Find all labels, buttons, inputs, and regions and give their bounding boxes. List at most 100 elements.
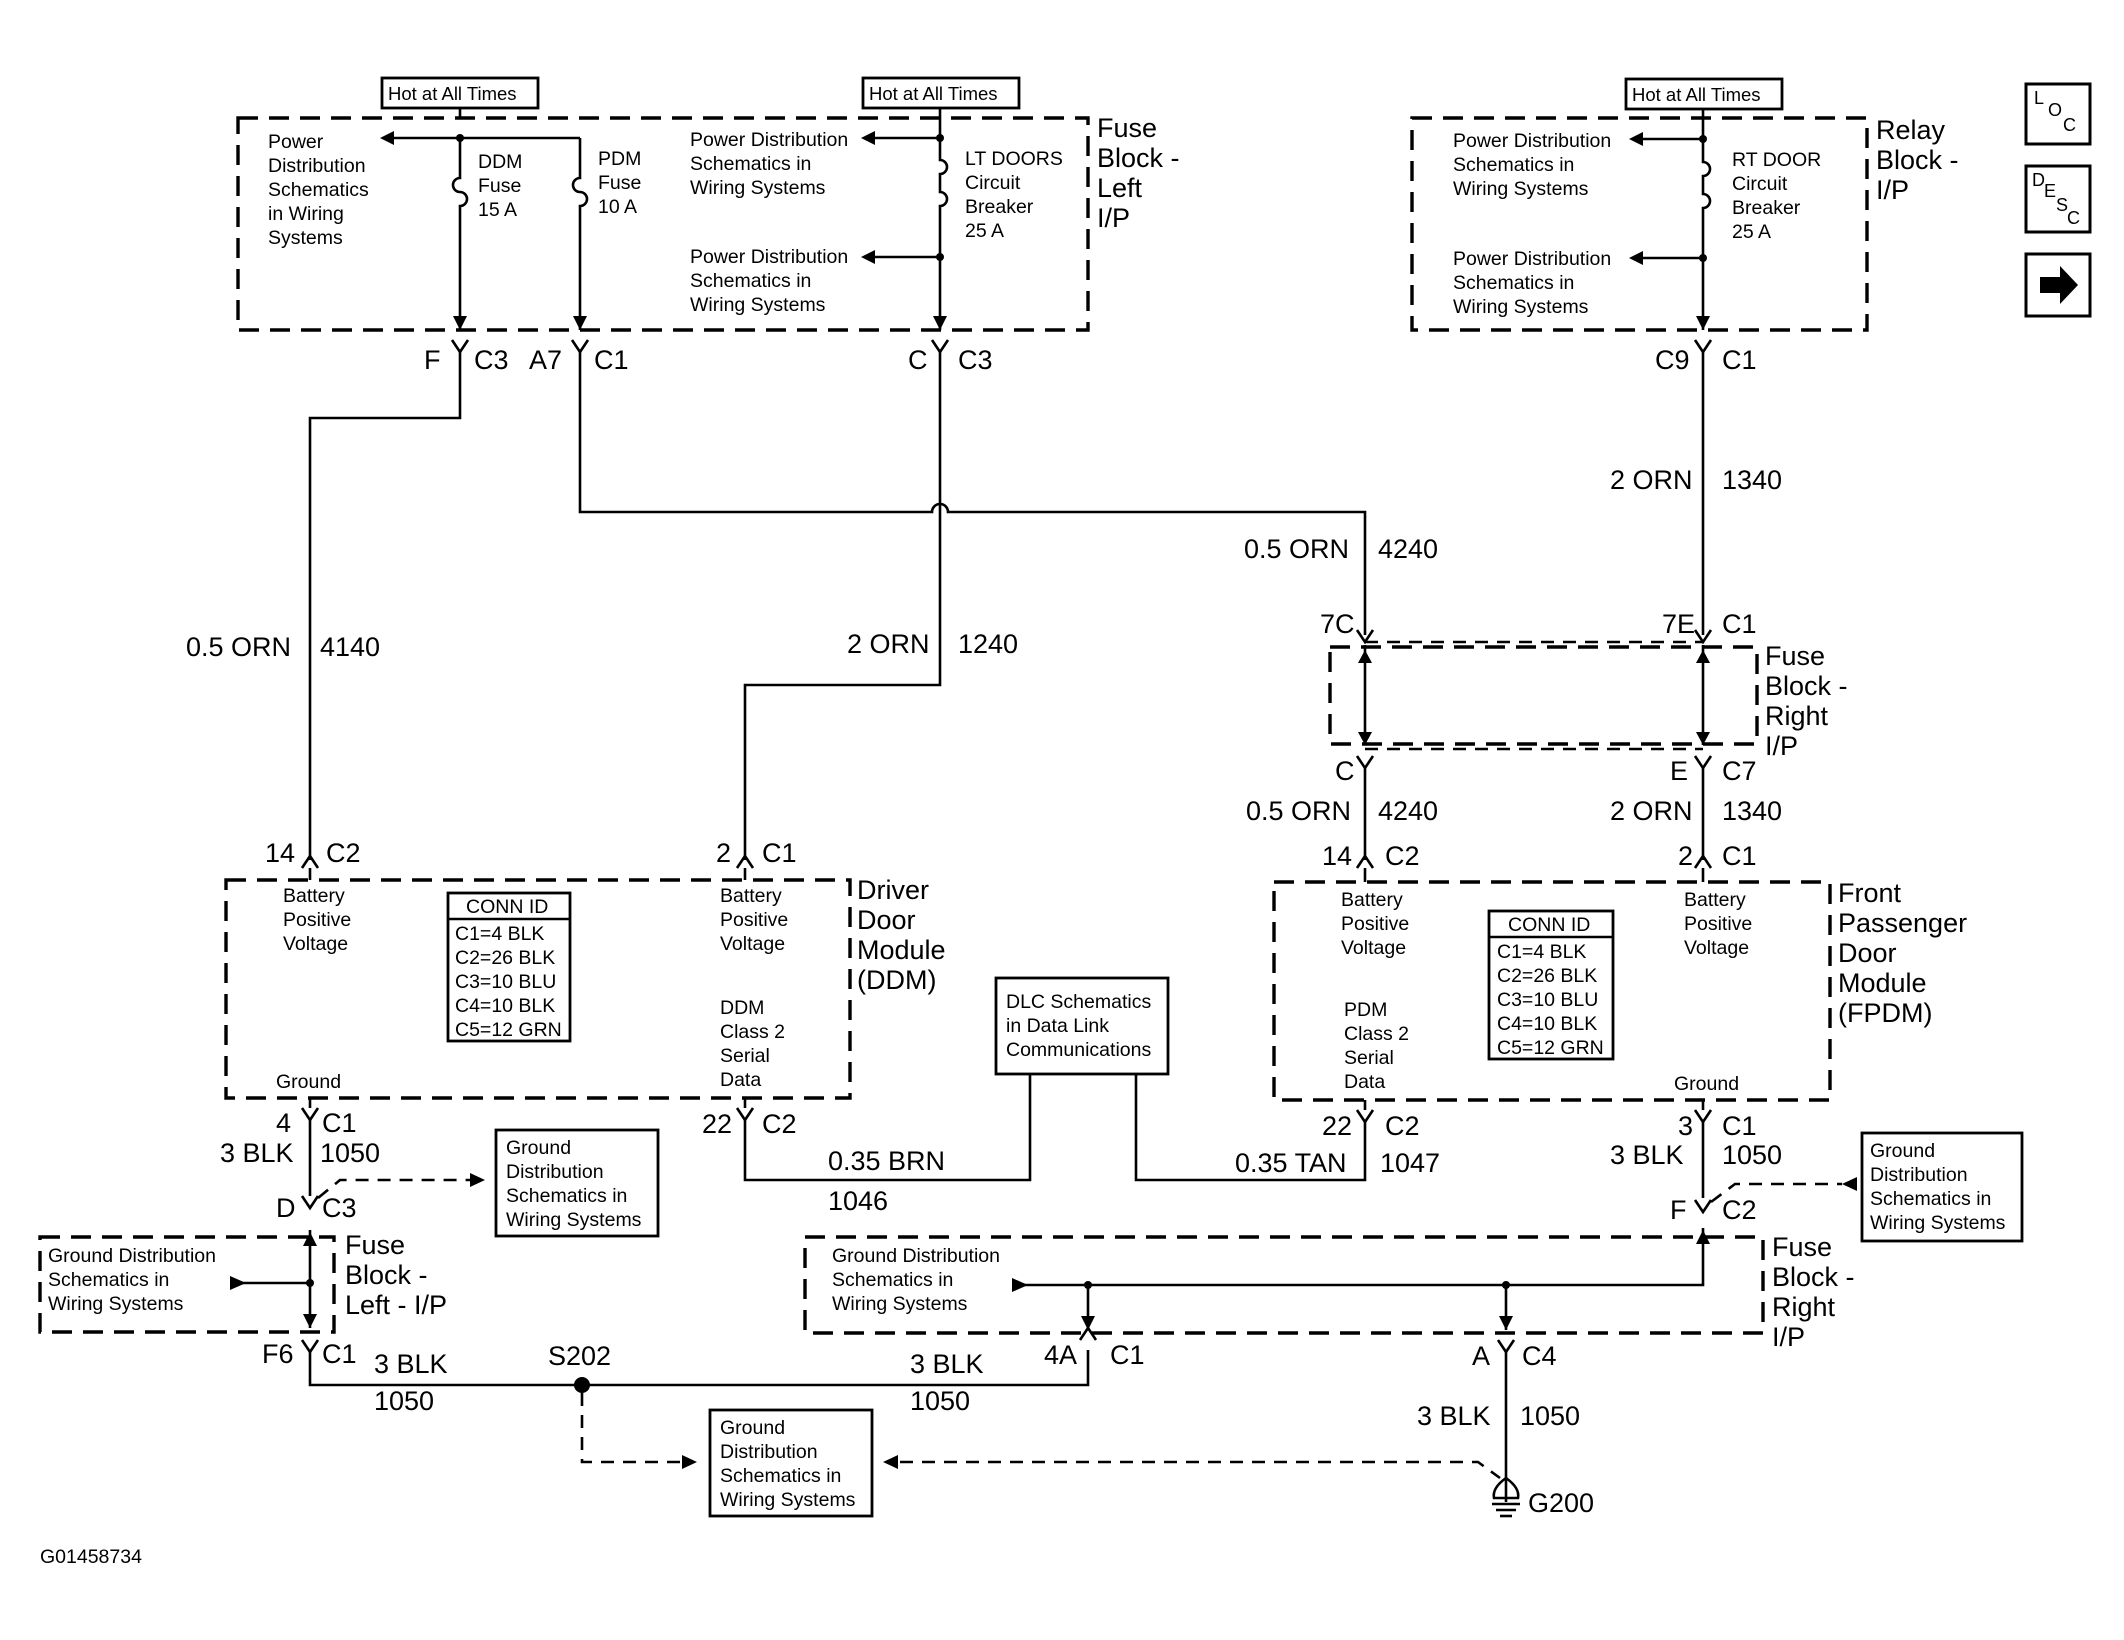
ddm-battery-2: Battery Positive Voltage	[720, 885, 788, 955]
svg-text:Door: Door	[1838, 938, 1897, 968]
wire-1047	[1134, 1068, 1367, 1182]
svg-text:PDM: PDM	[1344, 999, 1387, 1021]
wire-1050-bottom	[308, 1350, 1090, 1387]
svg-text:I/P: I/P	[1097, 203, 1130, 233]
conn-f: F	[424, 345, 441, 375]
splice-dot	[1699, 254, 1707, 262]
pd-mid2-text: Power Distribution Schematics in Wiring …	[690, 246, 848, 316]
svg-text:Block -: Block -	[1097, 143, 1180, 173]
svg-text:C1=4 BLK: C1=4 BLK	[1497, 941, 1586, 963]
svg-text:Left - I/P: Left - I/P	[345, 1290, 447, 1320]
svg-text:C2=26 BLK: C2=26 BLK	[1497, 965, 1597, 987]
svg-text:Ground: Ground	[506, 1137, 571, 1159]
svg-text:(DDM): (DDM)	[857, 965, 936, 995]
svg-text:4240: 4240	[1378, 796, 1438, 826]
svg-text:1050: 1050	[374, 1386, 434, 1416]
conn-22: 22	[702, 1109, 732, 1139]
svg-text:0.5 ORN: 0.5 ORN	[1246, 796, 1351, 826]
svg-text:C5=12 GRN: C5=12 GRN	[455, 1019, 562, 1041]
svg-text:Power Distribution: Power Distribution	[690, 129, 848, 151]
arrow-up-icon	[1358, 650, 1372, 663]
fuse-block-right-bottom-label: Fuse Block - Right I/P	[1772, 1232, 1855, 1352]
svg-text:Data: Data	[720, 1069, 761, 1091]
next-button[interactable]	[2024, 252, 2092, 318]
wire-1240	[743, 352, 942, 860]
pd-mid1-text: Power Distribution Schematics in Wiring …	[690, 129, 848, 199]
loc-button[interactable]: L O C	[2024, 82, 2092, 146]
svg-text:Block -: Block -	[345, 1260, 428, 1290]
arrow-down-icon	[1499, 1316, 1513, 1330]
arrow-left-icon	[1629, 132, 1643, 146]
arrow-left-icon	[861, 250, 875, 264]
svg-text:25 A: 25 A	[1732, 221, 1771, 243]
conn-c1: C1	[1722, 1111, 1757, 1141]
ddm-conn-id-table	[446, 891, 572, 1043]
fpdm-conn-id-text: CONN ID C1=4 BLK C2=26 BLK C3=10 BLU C4=…	[1497, 914, 1604, 1059]
svg-text:O: O	[2048, 100, 2062, 120]
svg-text:0.35 TAN: 0.35 TAN	[1235, 1148, 1347, 1178]
svg-text:PDM: PDM	[598, 148, 641, 170]
connector-icon	[1355, 755, 1713, 771]
wire-label-1340a: 2 ORN 1340	[1610, 465, 1782, 495]
conn-c2: C2	[1722, 1195, 1757, 1225]
ground-ref-left-text: Ground Distribution Schematics in Wiring…	[48, 1245, 216, 1315]
ground-ref-mid-left-text: Ground Distribution Schematics in Wiring…	[506, 1137, 642, 1231]
conn-2: 2	[1678, 841, 1693, 871]
svg-text:Battery: Battery	[720, 885, 782, 907]
svg-text:Wiring Systems: Wiring Systems	[506, 1209, 642, 1231]
wire-1046	[743, 1068, 1032, 1182]
conn-c1: C1	[1722, 841, 1757, 871]
svg-text:Schematics in: Schematics in	[690, 270, 811, 292]
svg-text:0.35 BRN: 0.35 BRN	[828, 1146, 945, 1176]
ground-ref-dashed-right	[1710, 1182, 1842, 1204]
ddm-battery-1: Battery Positive Voltage	[283, 885, 351, 955]
conn-14: 14	[1322, 841, 1352, 871]
svg-text:C4=10 BLK: C4=10 BLK	[455, 995, 555, 1017]
svg-text:1047: 1047	[1380, 1148, 1440, 1178]
fuse-block-right-mid	[1328, 645, 1759, 746]
connector-icon	[300, 1339, 320, 1355]
svg-text:C: C	[2067, 208, 2080, 228]
wire-label-1340b: 2 ORN 1340	[1610, 796, 1782, 826]
ddm-conn-id-text: CONN ID C1=4 BLK C2=26 BLK C3=10 BLU C4=…	[455, 896, 562, 1041]
ground-ref-box-bottom	[708, 1408, 874, 1518]
connector-icon	[300, 1107, 1713, 1125]
fpdm-conn-id-table	[1487, 909, 1615, 1061]
connector-icon	[450, 339, 1713, 355]
hot-label-2: Hot at All Times	[869, 83, 998, 104]
svg-text:Positive: Positive	[720, 909, 788, 931]
wire-label-1047: 0.35 TAN 1047	[1235, 1148, 1440, 1178]
rt-door-breaker-icon	[1701, 119, 1712, 330]
fpdm-label: Front Passenger Door Module (FPDM)	[1838, 878, 1967, 1028]
relay-block	[1410, 116, 1869, 332]
conn-4a: 4A	[1044, 1340, 1077, 1370]
conn-c2: C2	[762, 1109, 797, 1139]
svg-text:Schematics in: Schematics in	[48, 1269, 169, 1291]
conn-c2: C2	[326, 838, 361, 868]
ddm-ground-text: Ground	[276, 1071, 341, 1093]
next-arrow-icon	[2040, 266, 2078, 304]
svg-text:Left: Left	[1097, 173, 1143, 203]
svg-text:in Wiring: in Wiring	[268, 203, 344, 225]
wire-label-4140: 0.5 ORN 4140	[186, 632, 380, 662]
wire-4240	[578, 352, 1367, 635]
svg-text:DDM: DDM	[720, 997, 764, 1019]
desc-button[interactable]: D E S C	[2024, 164, 2092, 234]
ground-ref-right-outer-text: Ground Distribution Schematics in Wiring…	[1870, 1140, 2006, 1234]
svg-text:C2=26 BLK: C2=26 BLK	[455, 947, 555, 969]
conn-a7: A7	[529, 345, 562, 375]
svg-text:Class 2: Class 2	[720, 1021, 785, 1043]
svg-text:Ground: Ground	[1870, 1140, 1935, 1162]
conn-c1: C1	[322, 1108, 357, 1138]
svg-text:C: C	[2063, 115, 2076, 135]
conn-a: A	[1472, 1341, 1490, 1371]
ddm-serial-text: DDM Class 2 Serial Data	[720, 997, 785, 1091]
svg-text:C5=12 GRN: C5=12 GRN	[1497, 1037, 1604, 1059]
fpdm-battery-1: Battery Positive Voltage	[1341, 889, 1409, 959]
arrow-left-icon	[380, 131, 394, 145]
svg-text:3 BLK: 3 BLK	[1417, 1401, 1491, 1431]
svg-text:Positive: Positive	[1341, 913, 1409, 935]
svg-text:Data: Data	[1344, 1071, 1385, 1093]
svg-text:I/P: I/P	[1772, 1322, 1805, 1352]
dlc-ref-box	[994, 976, 1170, 1076]
